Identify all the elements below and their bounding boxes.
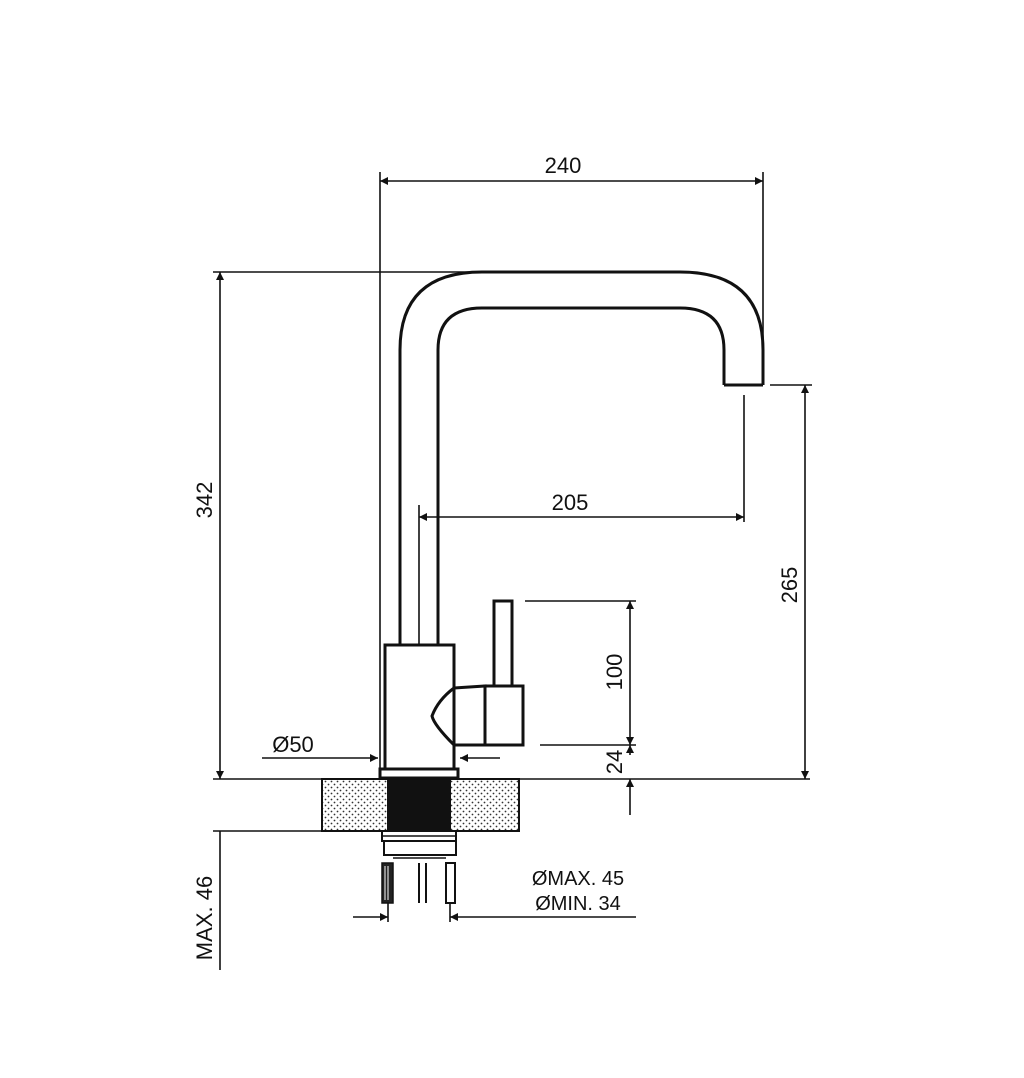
spout-inner — [436, 306, 726, 645]
countertop-left — [321, 778, 389, 832]
threaded-shank — [388, 779, 450, 831]
label-d50: Ø50 — [272, 732, 314, 757]
spout-outer — [398, 270, 765, 645]
label-265: 265 — [777, 567, 802, 604]
label-342: 342 — [192, 482, 217, 519]
dimension-lines — [213, 172, 812, 970]
body-block — [383, 643, 456, 771]
label-max46: MAX. 46 — [192, 876, 217, 960]
countertop-section — [321, 778, 520, 904]
countertop-right — [449, 778, 520, 832]
lever-hub — [430, 684, 487, 747]
label-205: 205 — [552, 490, 589, 515]
label-hole-max: ØMAX. 45 — [532, 868, 624, 890]
mount-nut — [383, 840, 457, 856]
label-100: 100 — [602, 654, 627, 691]
lever-cartridge — [483, 684, 525, 747]
label-240: 240 — [545, 153, 582, 178]
base-ring — [378, 767, 460, 780]
faucet-body — [378, 270, 765, 780]
lever-handle — [492, 599, 514, 688]
label-hole-min: ØMIN. 34 — [535, 893, 621, 915]
label-24: 24 — [602, 750, 627, 774]
hose-connector-right — [445, 862, 456, 904]
dimension-labels: 240 342 205 265 100 24 Ø50 MAX. 46 ØMAX.… — [192, 153, 802, 960]
